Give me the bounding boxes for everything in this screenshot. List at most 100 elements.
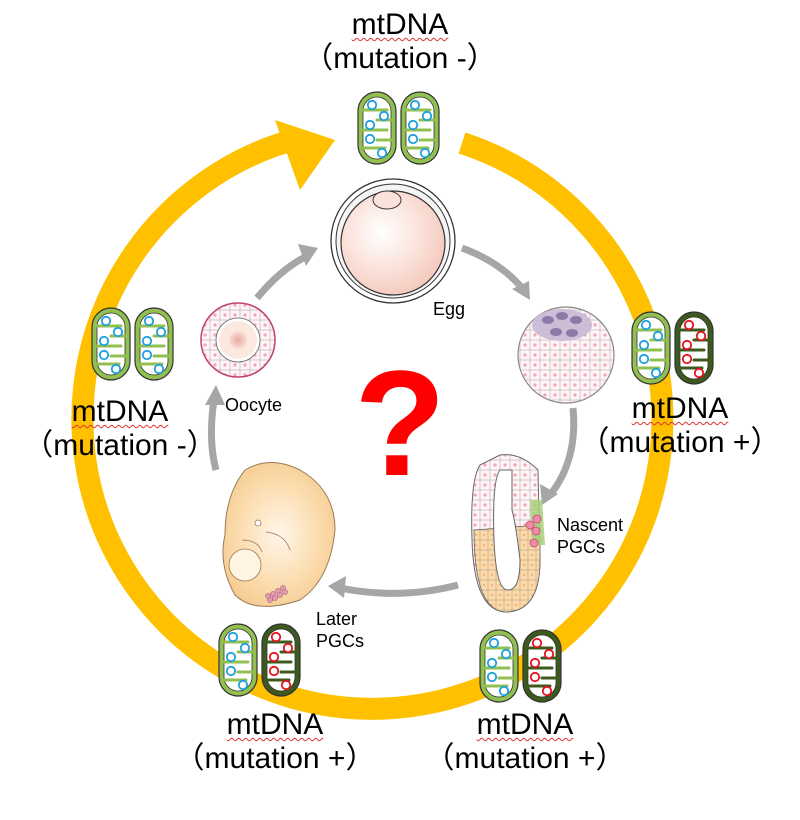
arrowhead	[512, 281, 530, 300]
mtdna-circle	[486, 671, 498, 683]
mtdna-circle	[98, 349, 110, 361]
egg-illustration	[330, 178, 456, 304]
mitochondrion-normal	[357, 91, 397, 165]
mutation-status: （mutation +）	[424, 742, 626, 775]
mtdna-circle	[681, 339, 693, 351]
arrowhead	[298, 244, 318, 266]
mitochondrion-normal	[218, 623, 258, 697]
arrow-later-to-oocyte	[207, 399, 220, 471]
mtdna-circle	[141, 349, 153, 361]
mtdna-circle	[110, 363, 122, 375]
mtdna-circle	[378, 110, 390, 122]
cycle-arrow-head	[275, 120, 335, 190]
mtdna-label-left: mtDNA （mutation -）	[10, 395, 230, 463]
mutation-status: （mutation -）	[23, 429, 217, 462]
mtdna-circle	[543, 648, 555, 660]
mtdna-label-bottom-left: mtDNA （mutation +）	[165, 708, 385, 776]
mtdna-circle	[638, 353, 650, 365]
mtdna-circle	[227, 631, 239, 643]
mtdna-circle	[693, 367, 705, 379]
stage-label-oocyte: Oocyte	[225, 395, 283, 415]
label-line: Later	[316, 609, 358, 629]
mtdna-circle	[225, 665, 237, 677]
mtdna-term: mtDNA	[631, 392, 729, 425]
mtdna-circle	[282, 642, 294, 654]
mtdna-circle	[155, 326, 167, 338]
mtdna-circle	[268, 651, 280, 663]
stage-arrowheads	[205, 244, 558, 598]
mtdna-circle	[695, 330, 707, 342]
stage-label-later-pgcs: Later PGCs	[316, 608, 364, 652]
arrow-egg-to-embryo	[460, 244, 525, 291]
mitochondrion-normal	[134, 307, 174, 381]
mtdna-circle	[98, 335, 110, 347]
arrow-nascent-to-later	[339, 581, 459, 597]
mtdna-circle	[268, 665, 280, 677]
mitochondrion-normal	[400, 91, 440, 165]
mtdna-circle	[153, 363, 165, 375]
mitochondria-pair-top	[357, 91, 440, 165]
mtdna-circle	[237, 679, 249, 691]
mtdna-circle	[364, 119, 376, 131]
mtdna-term: mtDNA	[351, 8, 449, 41]
mtdna-circle	[421, 110, 433, 122]
mitochondrion-normal	[91, 307, 131, 381]
mitochondria-pair-bottom-right	[479, 629, 562, 703]
mtdna-circle	[100, 315, 112, 327]
mtdna-term: mtDNA	[71, 395, 169, 428]
oocyte-illustration	[200, 302, 276, 378]
mtdna-label-top: mtDNA （mutation -）	[290, 8, 510, 76]
mtdna-circle	[683, 319, 695, 331]
mtdna-label-right: mtDNA （mutation +）	[570, 392, 790, 460]
mtdna-circle	[638, 339, 650, 351]
question-mark: ?	[354, 339, 446, 507]
mitochondrion-normal	[631, 311, 671, 385]
mtdna-circle	[531, 637, 543, 649]
mitochondria-pair-right	[631, 311, 714, 385]
mtdna-circle	[407, 119, 419, 131]
mtdna-circle	[141, 335, 153, 347]
mtdna-circle	[498, 685, 510, 697]
mtdna-circle	[488, 637, 500, 649]
mtdna-term: mtDNA	[476, 708, 574, 741]
mutation-status: （mutation -）	[303, 42, 497, 75]
mtdna-circle	[407, 133, 419, 145]
stage-label-nascent-pgcs: Nascent PGCs	[557, 514, 623, 558]
arrowhead	[328, 576, 346, 598]
mtdna-circle	[500, 648, 512, 660]
arrowhead	[205, 385, 225, 405]
mtdna-circle	[681, 353, 693, 365]
mitochondrion-mutant	[522, 629, 562, 703]
mtdna-circle	[112, 326, 124, 338]
mtdna-circle	[270, 631, 282, 643]
label-line: Nascent	[557, 515, 624, 535]
label-line: PGCs	[557, 537, 606, 557]
mitochondrion-mutant	[261, 623, 301, 697]
mitochondria-pair-left	[91, 307, 174, 381]
arrow-embryo-to-nascent	[547, 407, 578, 498]
stage-arrows	[207, 244, 578, 597]
nascent-pgcs-illustration	[471, 454, 545, 613]
mtdna-circle	[650, 367, 662, 379]
mtdna-term: mtDNA	[226, 708, 324, 741]
arrowhead	[540, 484, 558, 505]
later-pgcs-illustration	[222, 462, 336, 607]
mtdna-circle	[419, 147, 431, 159]
embryo-illustration	[517, 306, 615, 404]
mitochondrion-mutant	[674, 311, 714, 385]
mtdna-circle	[529, 657, 541, 669]
mtdna-circle	[541, 685, 553, 697]
mtdna-label-bottom-right: mtDNA （mutation +）	[415, 708, 635, 776]
mtdna-circle	[280, 679, 292, 691]
mtdna-circle	[486, 657, 498, 669]
mtdna-circle	[239, 642, 251, 654]
mtdna-circle	[409, 99, 421, 111]
mitochondria-groups	[91, 91, 714, 703]
mtdna-circle	[652, 330, 664, 342]
mitochondrion-normal	[479, 629, 519, 703]
mtdna-circle	[640, 319, 652, 331]
mtdna-circle	[225, 651, 237, 663]
arrow-oocyte-to-egg	[254, 253, 307, 301]
mutation-status: （mutation +）	[174, 742, 376, 775]
